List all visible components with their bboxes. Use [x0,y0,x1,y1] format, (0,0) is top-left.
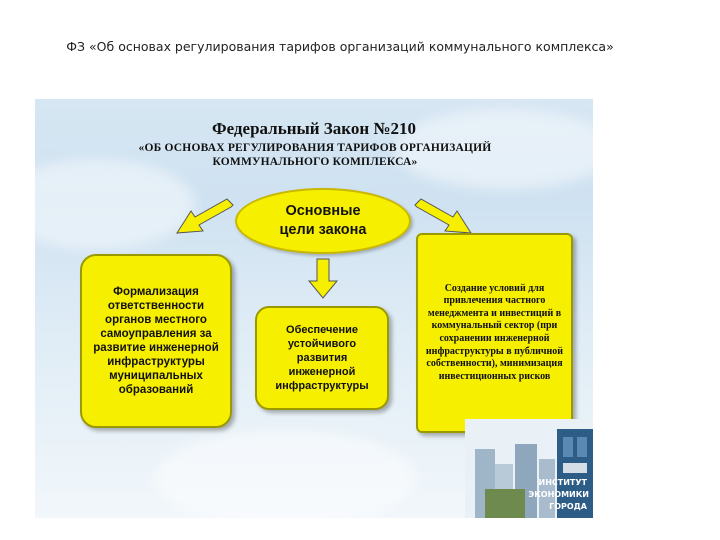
slide-title: ФЗ «Об основах регулирования тарифов орг… [66,39,614,54]
goal-box-left: Формализация ответственности органов мес… [80,254,232,428]
goal-box-middle: Обеспечение устойчивого развития инженер… [255,306,389,410]
cloud-decoration [155,429,415,518]
arrow-left-icon [176,198,234,234]
goal-box-right: Создание условий для привлечения частног… [416,233,573,433]
arrow-down-icon [307,258,339,299]
law-subtitle: «ОБ ОСНОВАХ РЕГУЛИРОВАНИЯ ТАРИФОВ ОРГАНИ… [138,142,492,168]
diagram-panel: Федеральный Закон №210 «ОБ ОСНОВАХ РЕГУЛ… [35,99,593,518]
goal-left-text: Формализация ответственности органов мес… [93,286,219,396]
center-goal-ellipse: Основные цели закона [235,188,411,254]
goal-right-text: Создание условий для привлечения частног… [425,282,564,382]
institute-logo: ИНСТИТУТ ЭКОНОМИКИ ГОРОДА [465,419,593,518]
city-buildings-icon: ИНСТИТУТ ЭКОНОМИКИ ГОРОДА [465,419,593,518]
goal-middle-text: Обеспечение устойчивого развития инженер… [275,324,369,392]
logo-line1: ИНСТИТУТ [539,478,588,487]
center-goal-label: Основные цели закона [279,203,367,238]
cloud-decoration [35,159,195,249]
logo-line3: ГОРОДА [549,502,588,511]
cloud-decoration [395,109,593,189]
logo-line2: ЭКОНОМИКИ [528,490,589,499]
law-title: Федеральный Закон №210 [212,119,416,138]
